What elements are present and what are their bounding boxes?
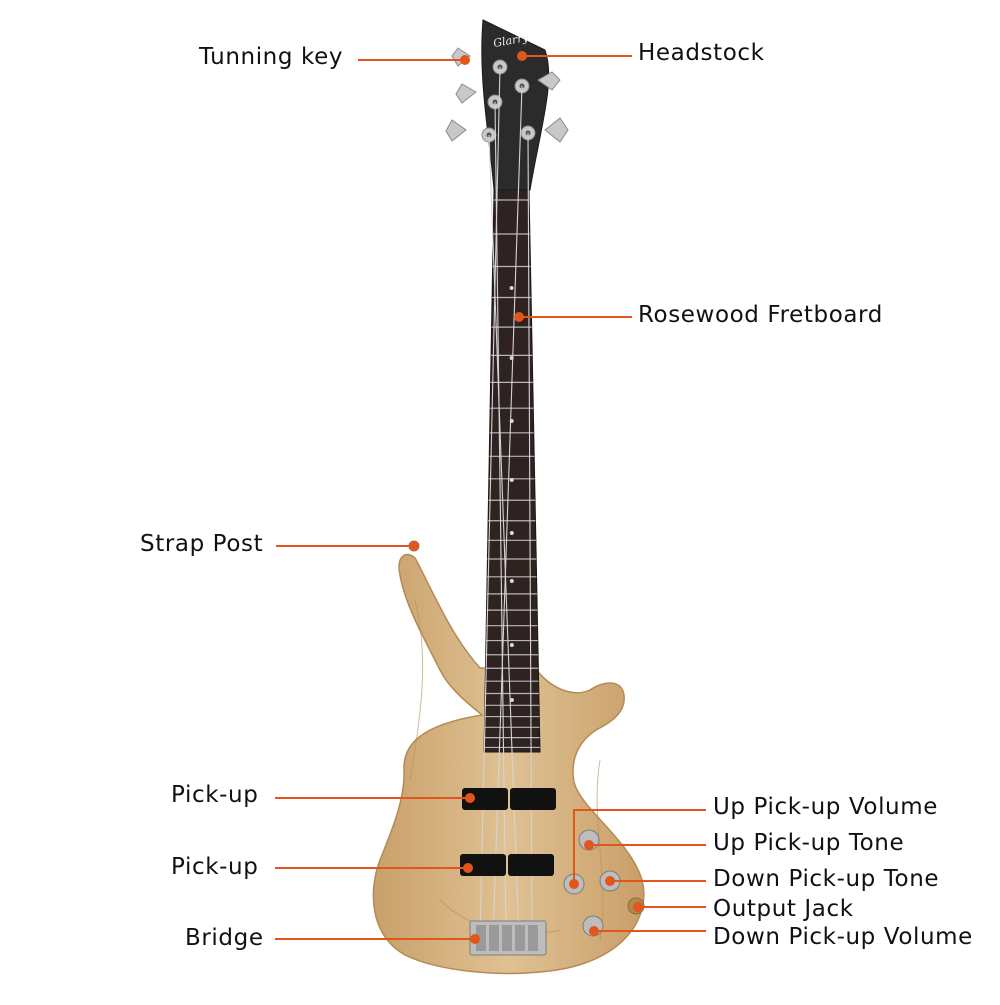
inlay-dot: [509, 579, 514, 583]
label-down-pickup-tone: Down Pick-up Tone: [713, 866, 940, 892]
inlay-dot: [509, 531, 514, 535]
bridge-unit: [469, 920, 547, 956]
brand-logo: Glarry: [492, 31, 530, 50]
callout-dots: [409, 51, 643, 944]
callout-lines: [275, 55, 706, 940]
inlay-dot: [509, 478, 514, 482]
label-strap-post: Strap Post: [140, 531, 264, 557]
label-down-pickup-volume: Down Pick-up Volume: [713, 924, 973, 950]
pickup-upper-unit: [462, 788, 556, 810]
label-headstock: Headstock: [638, 40, 765, 66]
label-tunning-key: Tunning key: [199, 44, 344, 70]
label-pickup-upper: Pick-up: [171, 782, 259, 808]
frets: [484, 199, 540, 749]
inlay-dot: [509, 286, 514, 290]
label-rosewood-fretboard: Rosewood Fretboard: [638, 302, 883, 328]
inlay-dot: [509, 643, 514, 647]
label-up-pickup-tone: Up Pick-up Tone: [713, 830, 905, 856]
label-up-pickup-volume: Up Pick-up Volume: [713, 794, 938, 820]
label-bridge: Bridge: [185, 925, 264, 951]
label-output-jack: Output Jack: [713, 896, 854, 922]
inlay-dot: [509, 698, 514, 702]
label-pickup-lower: Pick-up: [171, 854, 259, 880]
